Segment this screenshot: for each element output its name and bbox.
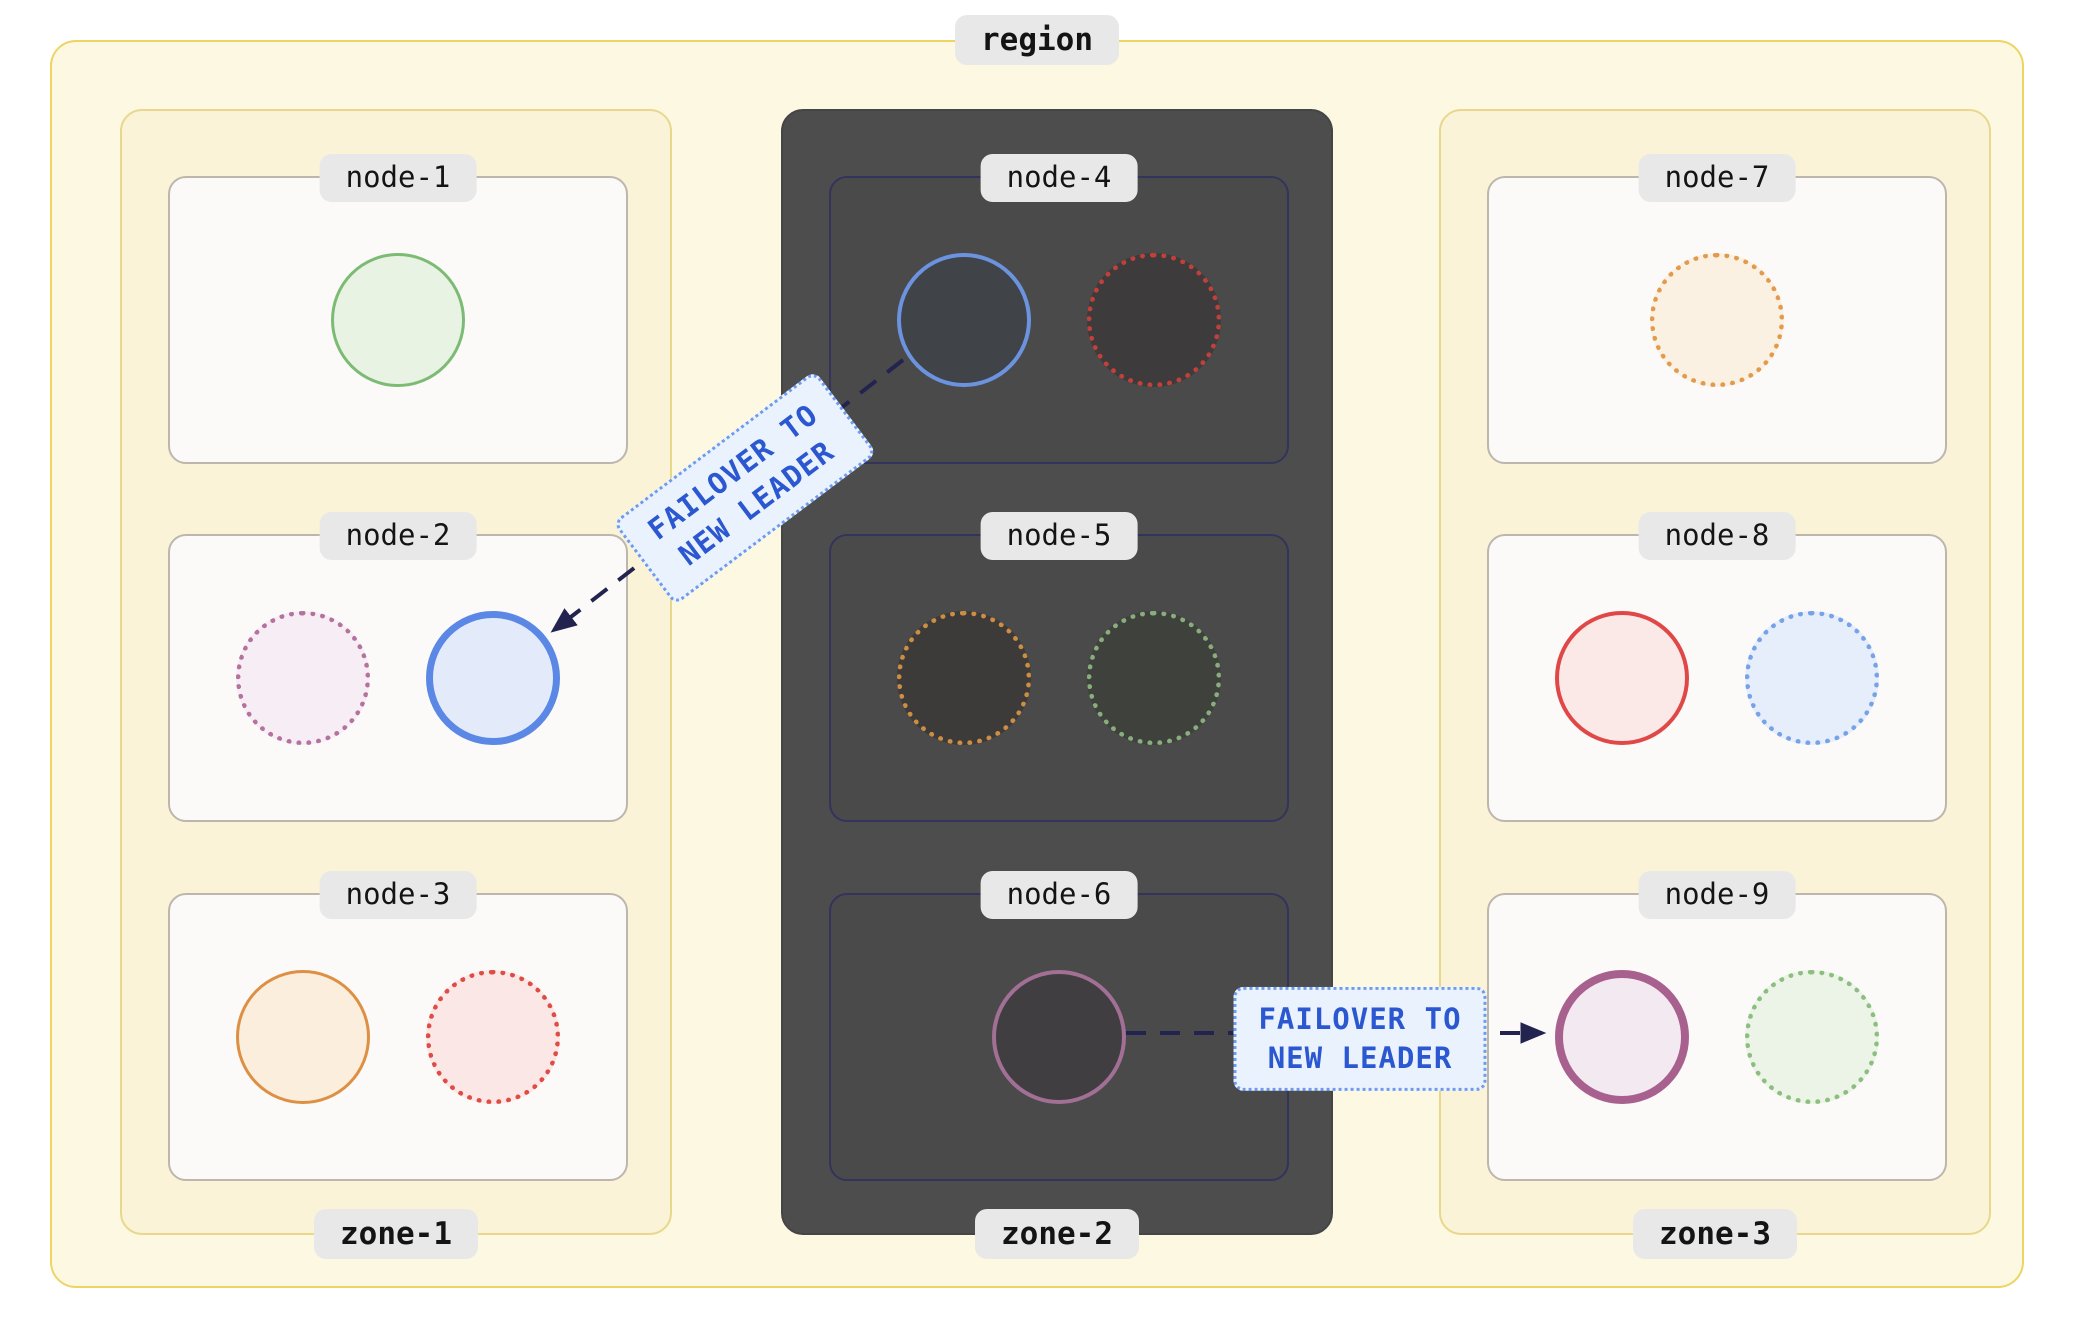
node-2-label: node-2 — [319, 512, 477, 560]
node-4-label: node-4 — [980, 154, 1138, 202]
replica-circle-red — [1555, 611, 1689, 745]
replica-circle-orange — [236, 970, 370, 1104]
new-leader-circle-blue — [426, 611, 560, 745]
replica-group — [1489, 536, 1945, 820]
node-3: node-3 — [168, 871, 628, 1181]
zone-1: node-1 node-2 node-3 zone-1 — [120, 109, 672, 1259]
replica-circle-green-dotted — [1087, 611, 1221, 745]
node-9: node-9 — [1487, 871, 1947, 1181]
node-6-label: node-6 — [980, 871, 1138, 919]
node-7-label: node-7 — [1638, 154, 1796, 202]
failover-label-2-line1: FAILOVER TO — [1258, 1001, 1462, 1036]
replica-group — [831, 536, 1287, 820]
replica-circle-red-dotted — [1087, 253, 1221, 387]
replica-circle-orange-dotted — [897, 611, 1031, 745]
node-8-label: node-8 — [1638, 512, 1796, 560]
node-4: node-4 — [829, 154, 1289, 464]
node-6: node-6 — [829, 871, 1289, 1181]
replica-group — [1489, 895, 1945, 1179]
node-9-label: node-9 — [1638, 871, 1796, 919]
failover-label-2: FAILOVER TO NEW LEADER — [1233, 986, 1487, 1092]
replica-group — [831, 895, 1287, 1179]
node-5-label: node-5 — [980, 512, 1138, 560]
node-2: node-2 — [168, 512, 628, 822]
replica-group — [1489, 178, 1945, 462]
node-8: node-8 — [1487, 512, 1947, 822]
zone-3-label: zone-3 — [1633, 1208, 1797, 1259]
replica-group — [170, 536, 626, 820]
zone-2-label: zone-2 — [975, 1208, 1139, 1259]
node-1-label: node-1 — [319, 154, 477, 202]
old-leader-circle-mauve — [992, 970, 1126, 1104]
replica-circle-purple-dotted — [236, 611, 370, 745]
node-5: node-5 — [829, 512, 1289, 822]
replica-circle-blue-dotted — [1745, 611, 1879, 745]
node-7: node-7 — [1487, 154, 1947, 464]
old-leader-circle-blue — [897, 253, 1031, 387]
zone-3: node-7 node-8 node-9 zone-3 — [1439, 109, 1991, 1259]
failover-label-2-line2: NEW LEADER — [1267, 1041, 1453, 1075]
region-container: region node-1 node-2 node-3 — [50, 15, 2024, 1288]
replica-group — [170, 178, 626, 462]
replica-circle-orange-dotted — [1650, 253, 1784, 387]
region-label: region — [955, 15, 1119, 66]
replica-circle-red-dotted — [426, 970, 560, 1104]
node-1: node-1 — [168, 154, 628, 464]
replica-circle-green — [331, 253, 465, 387]
replica-group — [170, 895, 626, 1179]
replica-circle-green-dotted — [1745, 970, 1879, 1104]
replica-group — [831, 178, 1287, 462]
node-3-label: node-3 — [319, 871, 477, 919]
new-leader-circle-mauve — [1555, 970, 1689, 1104]
zone-2: node-4 node-5 node-6 zone-2 — [781, 109, 1333, 1259]
zone-1-label: zone-1 — [314, 1208, 478, 1259]
